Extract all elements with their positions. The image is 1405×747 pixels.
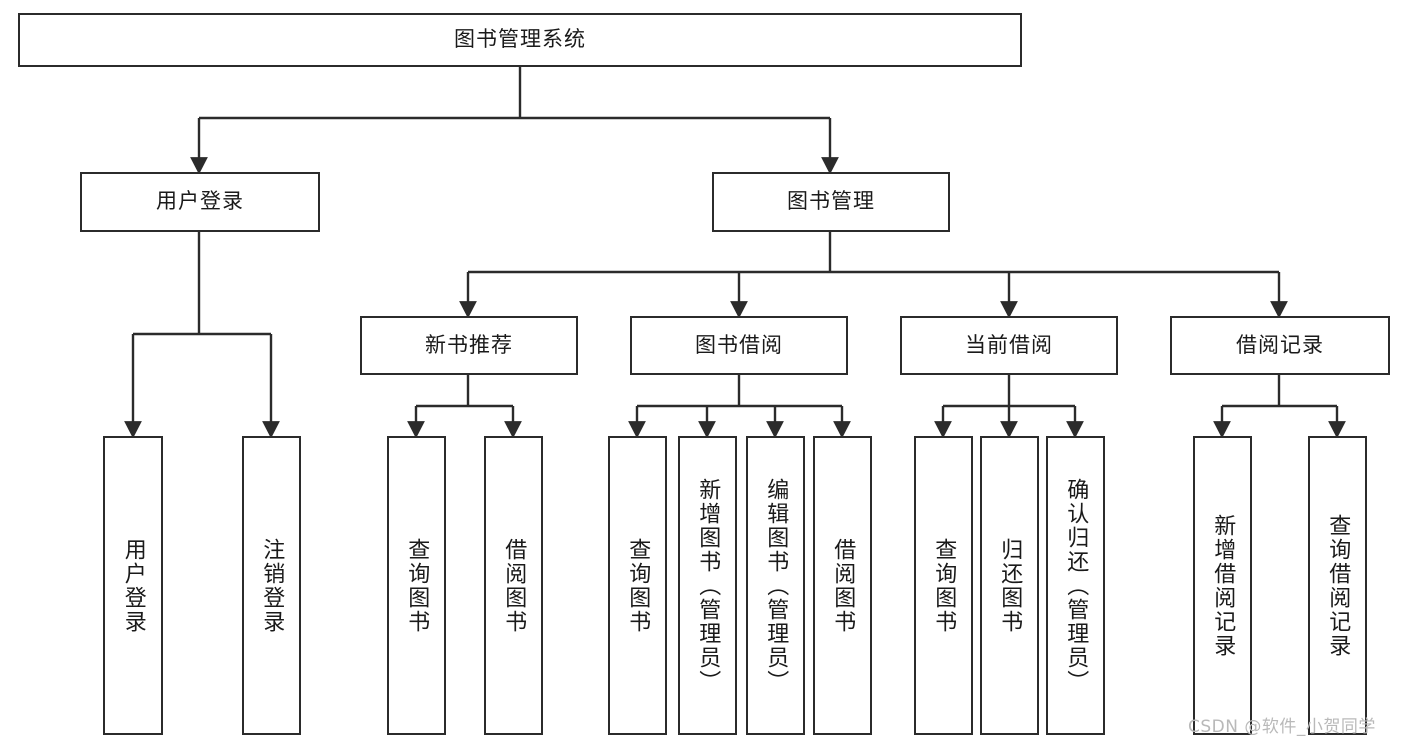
leaf-borrow-borrow-book-label: 借阅图书 xyxy=(830,537,856,634)
node-book-management-label: 图书管理 xyxy=(787,189,875,214)
node-book-management[interactable]: 图书管理 xyxy=(712,172,950,232)
leaf-newbook-query-book-label: 查询图书 xyxy=(404,537,430,634)
node-book-borrow[interactable]: 图书借阅 xyxy=(630,316,848,375)
leaf-logout-label: 注销登录 xyxy=(259,537,285,634)
leaf-current-return-book[interactable]: 归还图书 xyxy=(980,436,1039,735)
leaf-current-return-book-label: 归还图书 xyxy=(997,537,1023,634)
leaf-records-add-record-label: 新增借阅记录 xyxy=(1210,513,1236,658)
node-current-borrow-label: 当前借阅 xyxy=(965,332,1053,357)
node-user-login-label: 用户登录 xyxy=(156,189,244,214)
node-root[interactable]: 图书管理系统 xyxy=(18,13,1022,67)
leaf-borrow-add-book-admin-label: 新增图书（管理员） xyxy=(695,477,721,694)
leaf-borrow-edit-book-admin-label: 编辑图书（管理员） xyxy=(763,477,789,694)
node-current-borrow[interactable]: 当前借阅 xyxy=(900,316,1118,375)
leaf-current-query-book-label: 查询图书 xyxy=(931,537,957,634)
leaf-newbook-borrow-book[interactable]: 借阅图书 xyxy=(484,436,543,735)
leaf-user-login[interactable]: 用户登录 xyxy=(103,436,163,735)
leaf-borrow-query-book[interactable]: 查询图书 xyxy=(608,436,667,735)
leaf-borrow-add-book-admin[interactable]: 新增图书（管理员） xyxy=(678,436,737,735)
leaf-records-query-record-label: 查询借阅记录 xyxy=(1325,513,1351,658)
watermark-text: CSDN @软件_小贺同学 xyxy=(1188,717,1376,737)
node-borrow-records-label: 借阅记录 xyxy=(1236,332,1324,357)
node-new-book-recommend-label: 新书推荐 xyxy=(425,332,513,357)
leaf-newbook-borrow-book-label: 借阅图书 xyxy=(501,537,527,634)
leaf-logout[interactable]: 注销登录 xyxy=(242,436,301,735)
leaf-records-add-record[interactable]: 新增借阅记录 xyxy=(1193,436,1252,735)
node-borrow-records[interactable]: 借阅记录 xyxy=(1170,316,1390,375)
leaf-records-query-record[interactable]: 查询借阅记录 xyxy=(1308,436,1367,735)
leaf-user-login-label: 用户登录 xyxy=(120,537,146,634)
leaf-borrow-borrow-book[interactable]: 借阅图书 xyxy=(813,436,872,735)
leaf-current-confirm-return-admin-label: 确认归还（管理员） xyxy=(1063,477,1089,694)
leaf-borrow-query-book-label: 查询图书 xyxy=(625,537,651,634)
leaf-borrow-edit-book-admin[interactable]: 编辑图书（管理员） xyxy=(746,436,805,735)
leaf-newbook-query-book[interactable]: 查询图书 xyxy=(387,436,446,735)
leaf-current-confirm-return-admin[interactable]: 确认归还（管理员） xyxy=(1046,436,1105,735)
node-new-book-recommend[interactable]: 新书推荐 xyxy=(360,316,578,375)
node-root-label: 图书管理系统 xyxy=(454,27,586,52)
node-book-borrow-label: 图书借阅 xyxy=(695,332,783,357)
node-user-login[interactable]: 用户登录 xyxy=(80,172,320,232)
leaf-current-query-book[interactable]: 查询图书 xyxy=(914,436,973,735)
